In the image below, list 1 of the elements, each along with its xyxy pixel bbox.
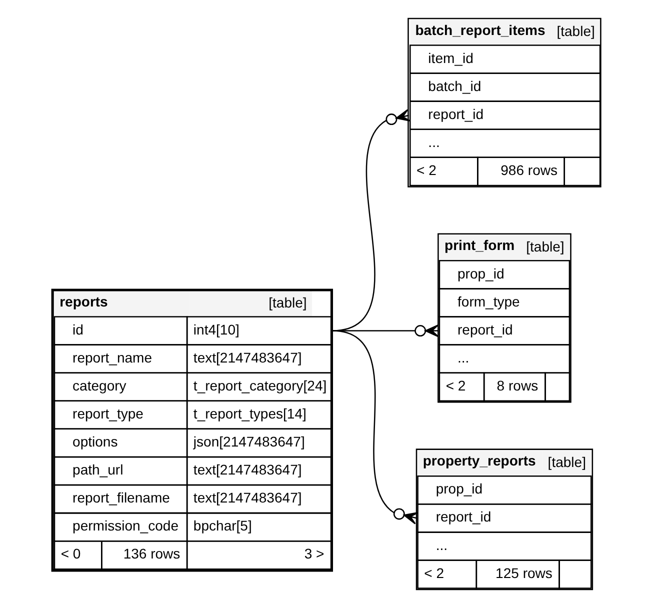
connector xyxy=(332,330,418,524)
